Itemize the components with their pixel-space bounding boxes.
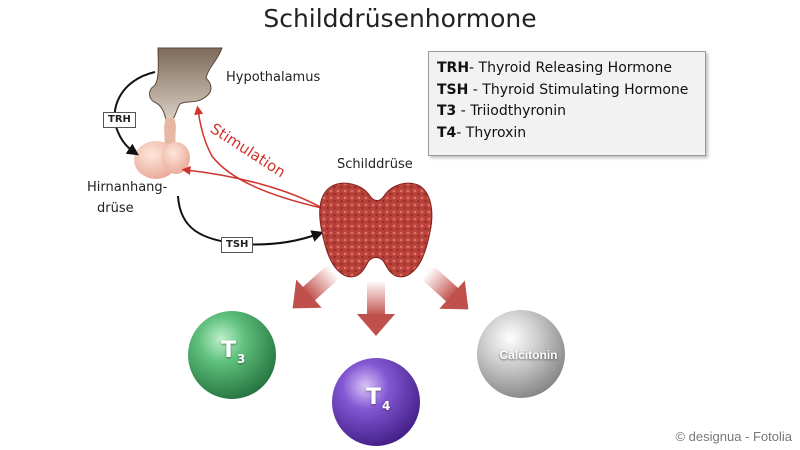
stimulation-arrow-hypothalamus [194, 105, 323, 209]
output-arrow-t4 [357, 282, 395, 336]
pituitary-label-line1: Hirnanhang- [87, 180, 168, 195]
trh-arrow [113, 71, 156, 156]
legend-row-t4: T4- Thyroxin [437, 123, 697, 145]
calcitonin-ball [477, 310, 565, 398]
legend-text: - Thyroxin [456, 124, 527, 141]
t4-sub: 4 [382, 399, 391, 413]
t4-ball [332, 358, 420, 446]
legend-row-t3: T3 - Triiodthyronin [437, 101, 697, 123]
t3-ball [188, 311, 276, 399]
t3-ball-label: T3 [221, 338, 246, 366]
legend-row-tsh: TSH - Thyroid Stimulating Hormone [437, 80, 697, 102]
hypothalamus-shape [149, 47, 223, 121]
output-arrow-t3 [292, 265, 339, 309]
legend-text: - Triiodthyronin [456, 103, 567, 119]
thyroid-gland [319, 182, 433, 278]
calcitonin-label: Calcitonin [499, 348, 558, 362]
legend-text: - Thyroid Stimulating Hormone [468, 81, 689, 98]
hypothalamus-label: Hypothalamus [226, 70, 321, 85]
tsh-tag: TSH [221, 237, 254, 253]
trh-tag: TRH [103, 112, 136, 128]
legend-abbr: T3 [437, 103, 457, 119]
image-credit: © designua - Fotolia [675, 429, 792, 444]
t3-sub: 3 [237, 352, 246, 366]
output-arrow-calcitonin [422, 266, 469, 310]
page-title: Schilddrüsenhormone [263, 4, 537, 33]
pituitary-lobe [162, 142, 190, 174]
legend-box: TRH- Thyroid Releasing Hormone TSH - Thy… [428, 51, 706, 156]
pituitary-label-line2: drüse [97, 201, 134, 216]
legend-text: - Thyroid Releasing Hormone [469, 60, 672, 76]
t4-main: T [366, 385, 382, 410]
legend-row-trh: TRH- Thyroid Releasing Hormone [437, 58, 697, 80]
legend-abbr: TSH [437, 81, 469, 98]
pituitary-stalk [164, 118, 176, 146]
legend-abbr: TRH [437, 60, 470, 76]
thyroid-label: Schilddrüse [337, 157, 413, 172]
legend-abbr: T4 [437, 124, 457, 141]
t4-ball-label: T4 [366, 385, 391, 413]
stimulation-arrow-pituitary [181, 166, 323, 209]
t3-main: T [221, 338, 237, 363]
